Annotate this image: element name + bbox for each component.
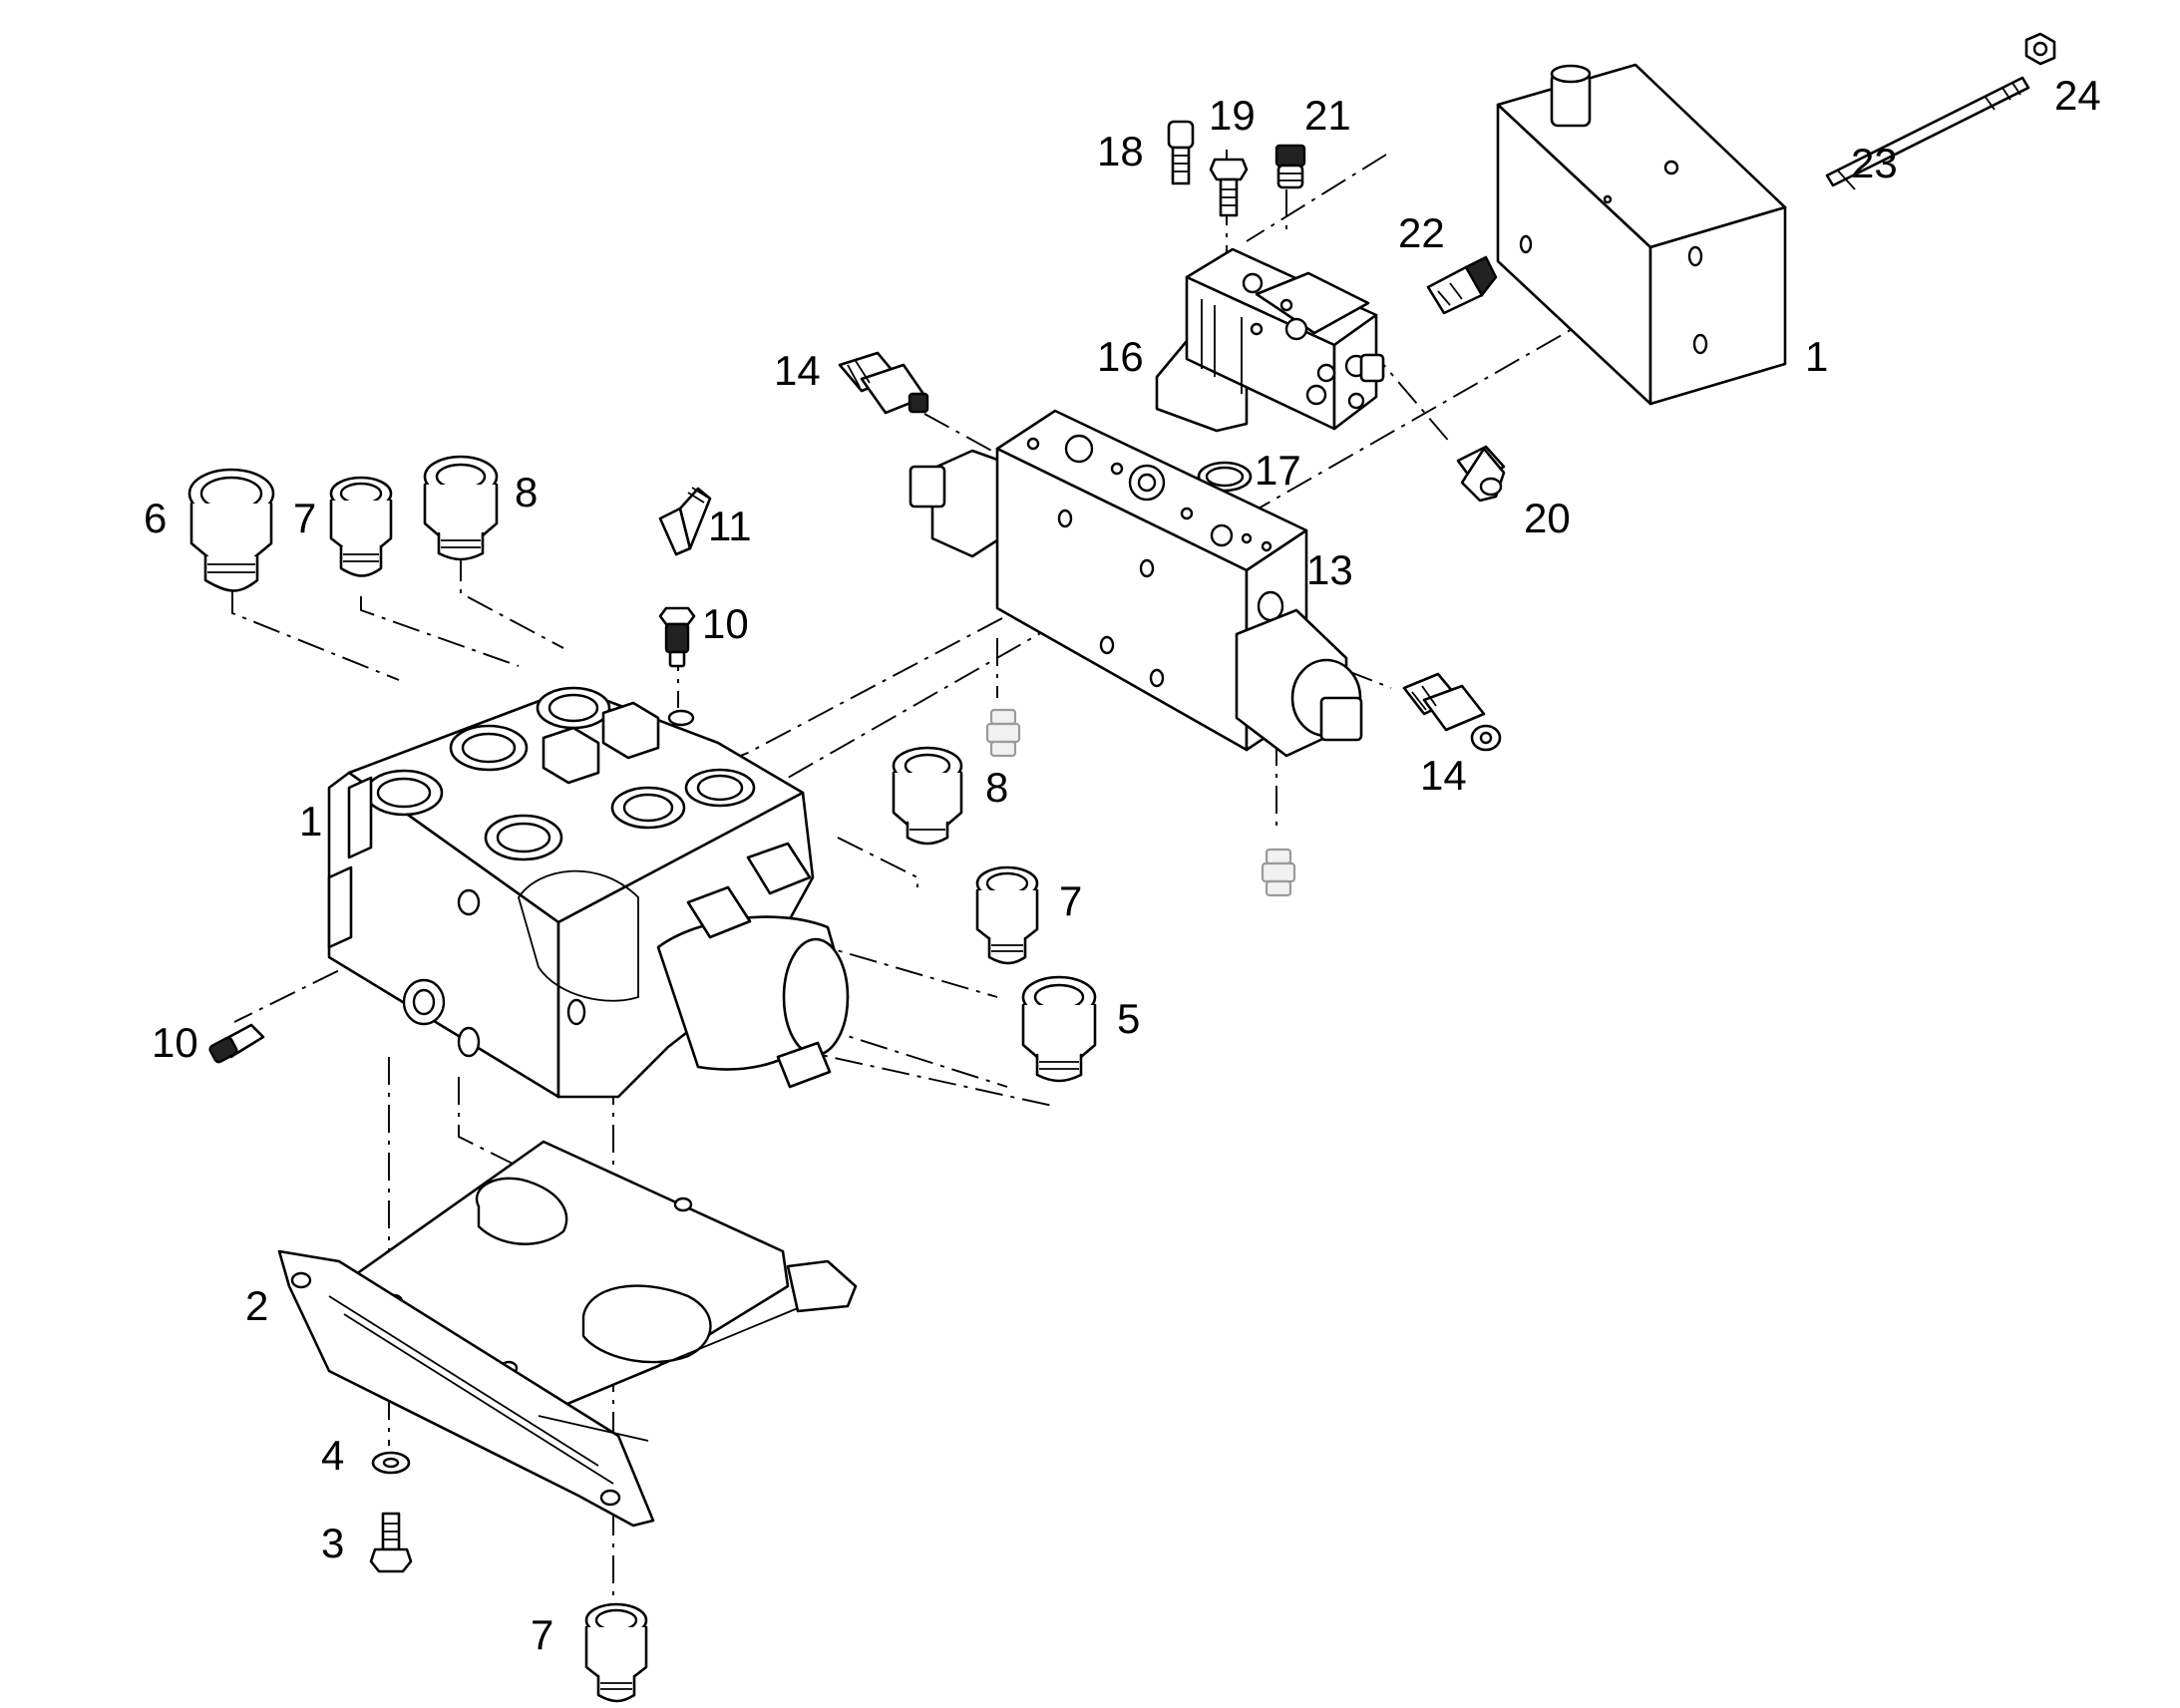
elbow-fitting <box>658 487 712 556</box>
callout-labels: 1 1 2 3 4 5 6 7 7 7 8 8 10 10 11 13 14 1… <box>144 72 2101 1658</box>
callout-8-top: 8 <box>515 469 538 515</box>
main-valve-block <box>327 686 850 1099</box>
callout-20: 20 <box>1524 495 1571 541</box>
relief-valve-bottom <box>1402 672 1502 752</box>
callout-14-top: 14 <box>774 347 821 394</box>
fitting-7-right <box>975 865 1039 965</box>
fitting-22 <box>1426 255 1498 315</box>
callout-7-top: 7 <box>293 495 316 541</box>
callout-2: 2 <box>245 1282 268 1329</box>
callout-4: 4 <box>321 1432 344 1479</box>
callout-5: 5 <box>1117 995 1140 1042</box>
fitting-7-bottom <box>584 1602 648 1703</box>
callout-10-left: 10 <box>152 1019 198 1066</box>
fitting-7-top <box>329 476 393 577</box>
o-ring <box>1197 461 1253 493</box>
fitting-8-top <box>423 455 499 561</box>
callout-1-block: 1 <box>299 798 322 845</box>
callout-1-plate: 1 <box>1805 333 1828 380</box>
tie-rod <box>1825 76 2030 190</box>
callout-13: 13 <box>1306 546 1353 593</box>
callout-23: 23 <box>1851 140 1898 186</box>
callout-21: 21 <box>1304 92 1351 139</box>
callout-7-bottom: 7 <box>531 1611 553 1658</box>
callout-6: 6 <box>144 495 167 541</box>
washer <box>371 1451 411 1475</box>
plug <box>1274 144 1306 189</box>
callout-11: 11 <box>708 503 752 549</box>
callout-18: 18 <box>1097 128 1144 174</box>
end-plate <box>1496 63 1787 406</box>
hex-bolt <box>1209 158 1249 217</box>
callout-16: 16 <box>1097 333 1144 380</box>
callout-8-mid: 8 <box>985 764 1008 811</box>
callout-24: 24 <box>2054 72 2101 119</box>
fitting-6 <box>187 468 275 592</box>
callout-14-bottom: 14 <box>1420 752 1467 799</box>
section-valve <box>908 409 1363 758</box>
socket-head-screw <box>1167 120 1195 185</box>
relief-valve-top <box>838 351 929 415</box>
callout-7-right: 7 <box>1059 877 1082 924</box>
callout-17: 17 <box>1255 447 1301 494</box>
fitting-20 <box>1456 445 1506 503</box>
mounting-bracket <box>277 1140 858 1528</box>
callout-22: 22 <box>1398 209 1445 256</box>
ghost-fitting-upper <box>985 708 1021 758</box>
fitting-10-top <box>658 606 696 668</box>
callout-3: 3 <box>321 1520 344 1566</box>
fitting-8-mid <box>892 746 963 846</box>
bolt <box>369 1512 413 1573</box>
ghost-fitting-lower <box>1261 848 1296 897</box>
callout-10-top: 10 <box>702 600 749 647</box>
callout-19: 19 <box>1209 92 1256 139</box>
fitting-10-left <box>208 1023 265 1064</box>
hex-nut <box>2024 32 2056 66</box>
fitting-5 <box>1021 975 1097 1083</box>
pilot-valve <box>1155 247 1385 433</box>
